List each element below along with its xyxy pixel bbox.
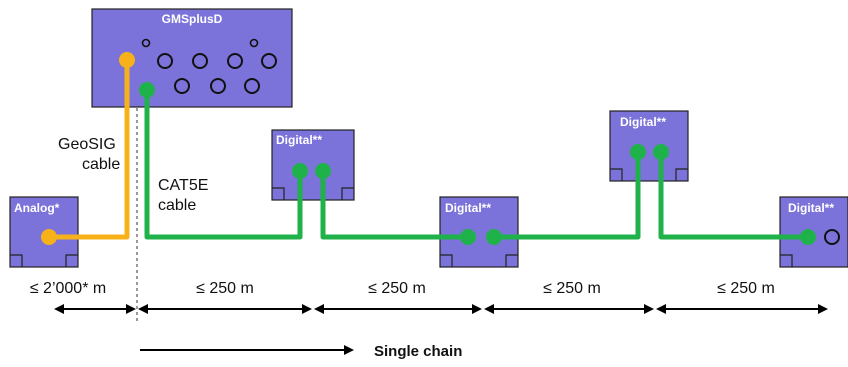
geosig-port-gms xyxy=(119,52,135,68)
cat5e-port-digital-2-out xyxy=(486,229,502,245)
distance-label-2: ≤ 250 m xyxy=(368,280,426,297)
distance-label-3: ≤ 250 m xyxy=(543,280,601,297)
cat5e-port-digital-3-out xyxy=(653,144,669,160)
cat5e-label-2: cable xyxy=(158,197,196,214)
single-chain-label: Single chain xyxy=(374,343,462,360)
cat5e-port-digital-1-in xyxy=(292,163,308,179)
cat5e-label-1: CAT5E xyxy=(158,177,208,194)
analog-title: Analog* xyxy=(14,201,60,215)
geosig-label-1: GeoSIG xyxy=(58,136,116,153)
gmsplusd-title: GMSplusD xyxy=(162,12,223,26)
digital-device-4: Digital** xyxy=(779,196,848,268)
geosig-port-analog xyxy=(41,229,57,245)
distance-label-analog: ≤ 2’000* m xyxy=(30,280,106,297)
digital-device-1: Digital** xyxy=(271,129,355,201)
geosig-label-2: cable xyxy=(82,156,120,173)
digital-device-3: Digital** xyxy=(609,110,689,182)
distance-label-1: ≤ 250 m xyxy=(196,280,254,297)
geosig-cable xyxy=(49,60,130,240)
cat5e-cable-4 xyxy=(658,152,808,240)
cat5e-port-gms xyxy=(139,82,155,98)
digital-title-4: Digital** xyxy=(788,201,834,215)
digital-device-2: Digital** xyxy=(439,196,519,268)
digital-title-1: Digital** xyxy=(276,133,322,147)
cat5e-cable-2 xyxy=(320,171,468,240)
cat5e-port-digital-2-in xyxy=(460,229,476,245)
cat5e-cable-3 xyxy=(494,152,641,240)
digital-title-3: Digital** xyxy=(620,115,666,129)
cat5e-port-digital-3-in xyxy=(630,144,646,160)
digital-title-2: Digital** xyxy=(445,201,491,215)
distance-label-4: ≤ 250 m xyxy=(717,280,775,297)
cat5e-port-digital-1-out xyxy=(315,163,331,179)
cat5e-port-digital-4-in xyxy=(800,229,816,245)
cat5e-cable-1 xyxy=(144,90,303,240)
